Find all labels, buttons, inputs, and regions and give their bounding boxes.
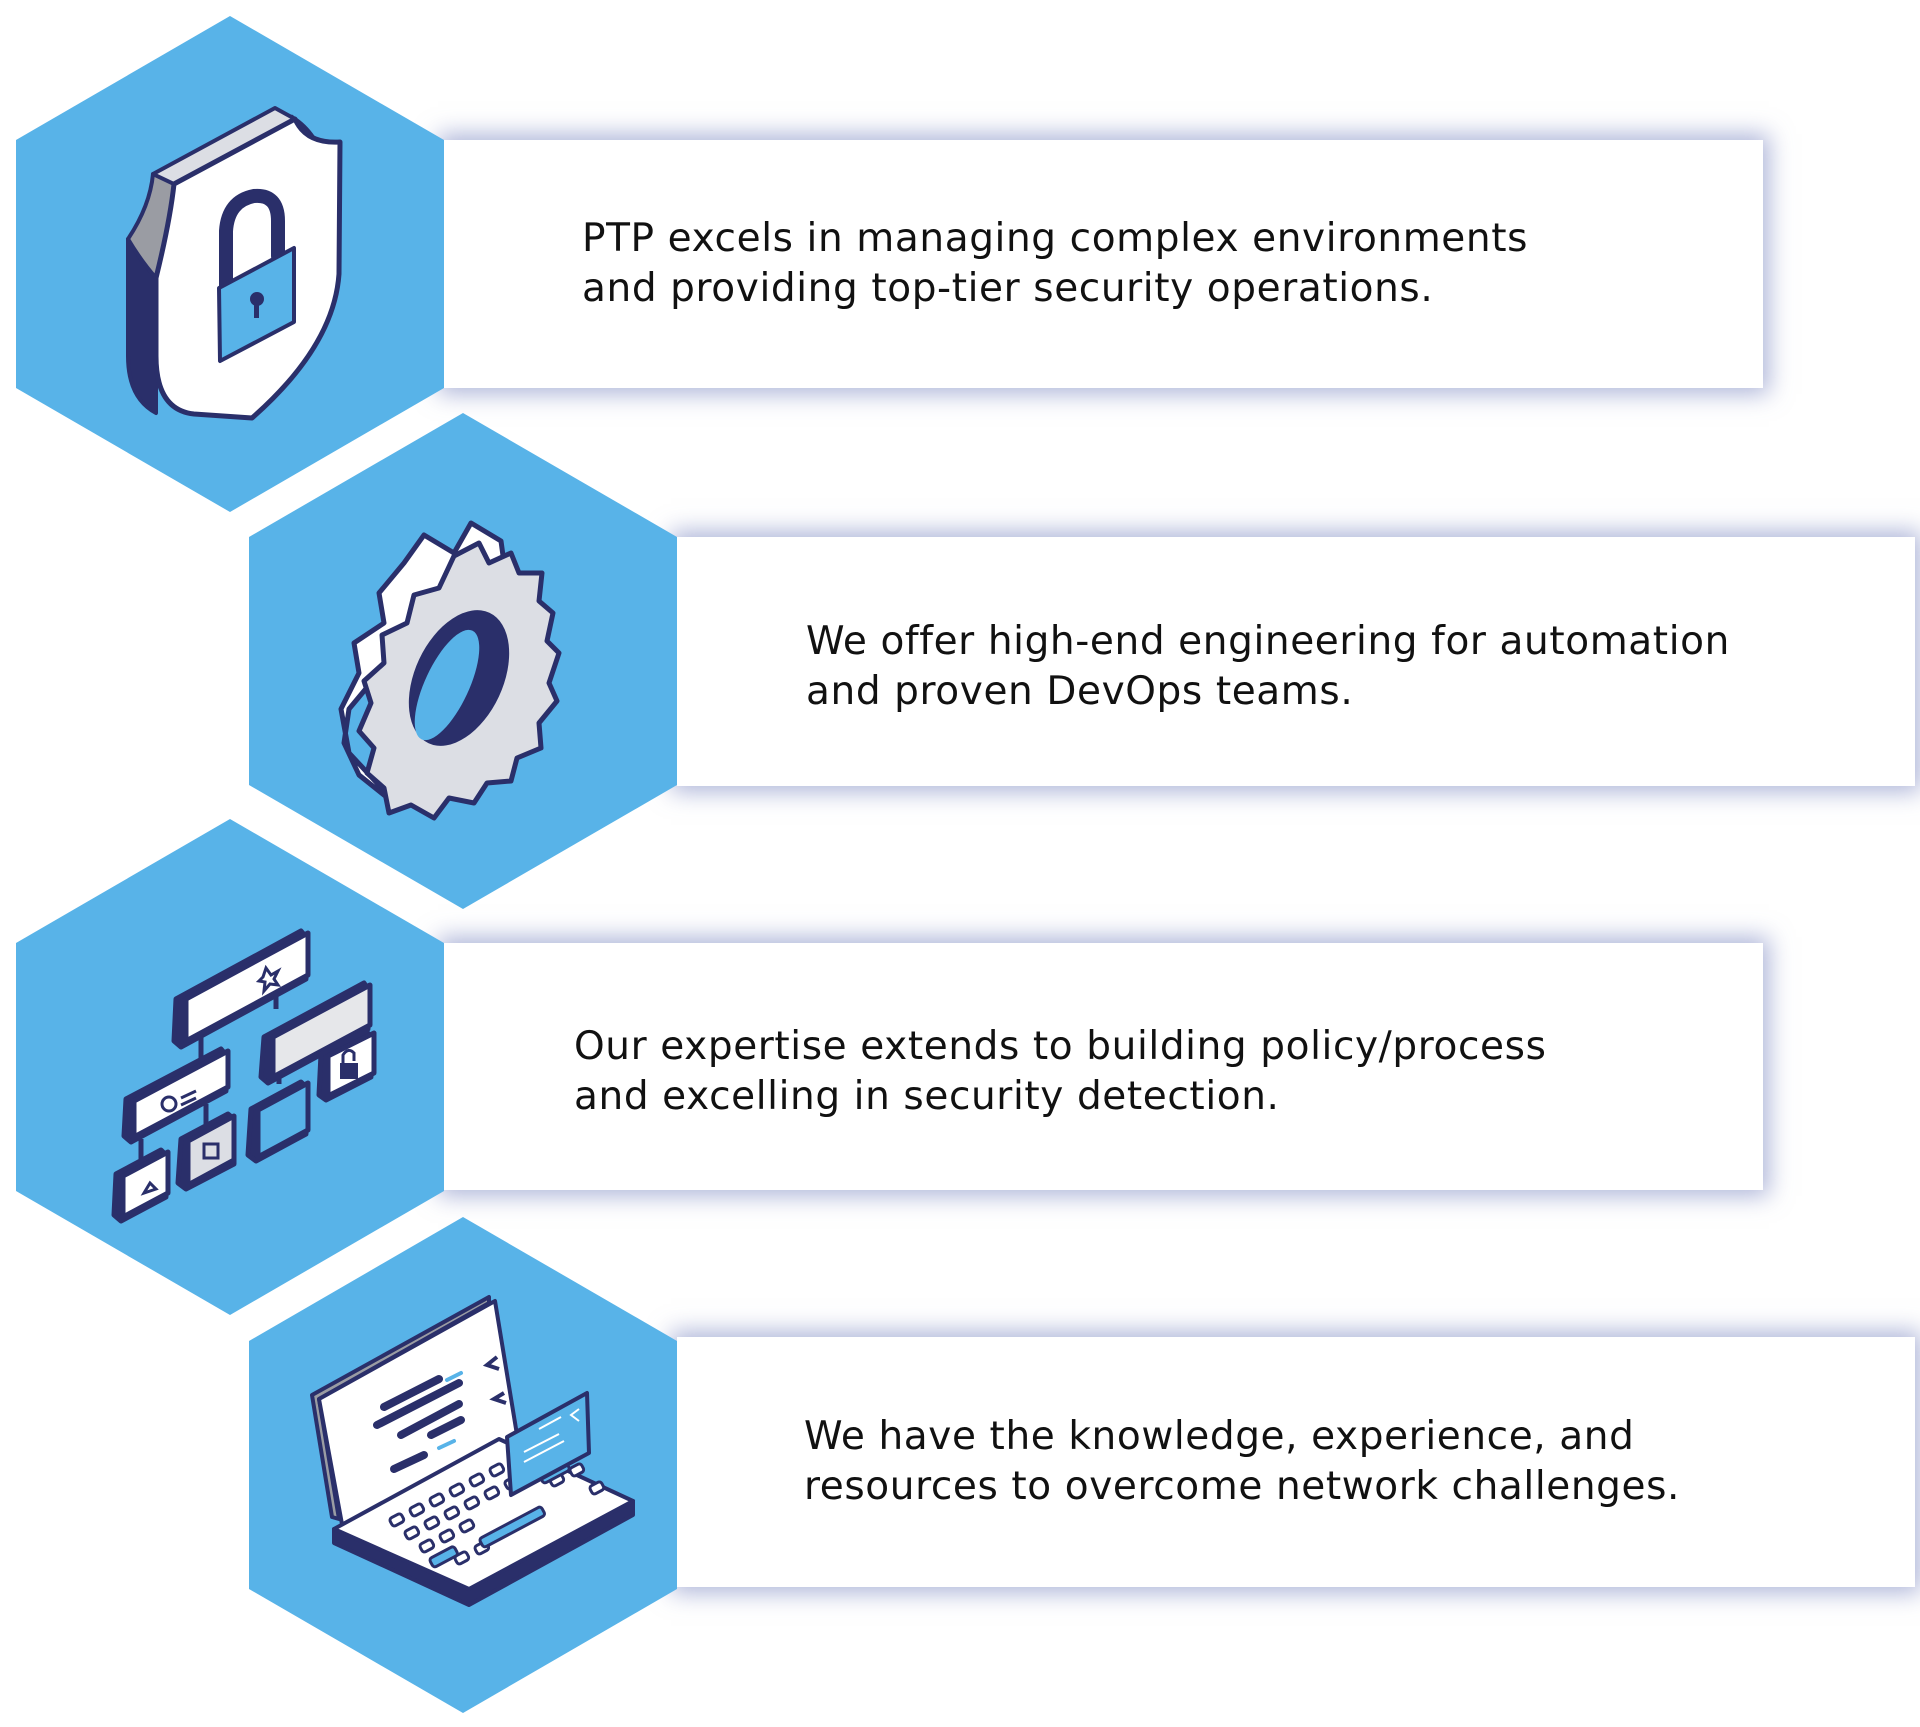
feature-card-policy-text: Our expertise extends to building policy… bbox=[574, 1022, 1547, 1122]
feature-card-engineering-text: We offer high-end engineering for automa… bbox=[806, 617, 1730, 717]
org-chart-icon bbox=[111, 928, 377, 1224]
feature-text-line: and excelling in security detection. bbox=[574, 1074, 1280, 1119]
feature-text-line: PTP excels in managing complex environme… bbox=[582, 216, 1529, 261]
hexagon-badge-policy bbox=[16, 819, 444, 1315]
feature-card-network-text: We have the knowledge, experience, and r… bbox=[804, 1412, 1680, 1512]
feature-text-line: resources to overcome network challenges… bbox=[804, 1464, 1681, 1509]
hexagon-badge-network bbox=[249, 1217, 677, 1713]
feature-card-security bbox=[444, 140, 1763, 388]
laptop-code-icon bbox=[310, 1295, 635, 1607]
feature-text-line: and proven DevOps teams. bbox=[806, 669, 1354, 714]
feature-card-policy bbox=[444, 943, 1763, 1190]
feature-text-line: and providing top-tier security operatio… bbox=[582, 266, 1434, 311]
shield-lock-icon bbox=[126, 106, 343, 421]
feature-text-line: We offer high-end engineering for automa… bbox=[806, 619, 1730, 664]
feature-card-network bbox=[677, 1337, 1915, 1587]
hexagon-badge-engineering bbox=[249, 413, 677, 909]
feature-card-engineering bbox=[677, 537, 1915, 786]
gear-icon bbox=[338, 520, 562, 821]
feature-card-security-text: PTP excels in managing complex environme… bbox=[582, 214, 1528, 314]
feature-text-line: We have the knowledge, experience, and bbox=[804, 1414, 1635, 1459]
feature-text-line: Our expertise extends to building policy… bbox=[574, 1024, 1547, 1069]
hexagon-badge-security bbox=[16, 16, 444, 512]
